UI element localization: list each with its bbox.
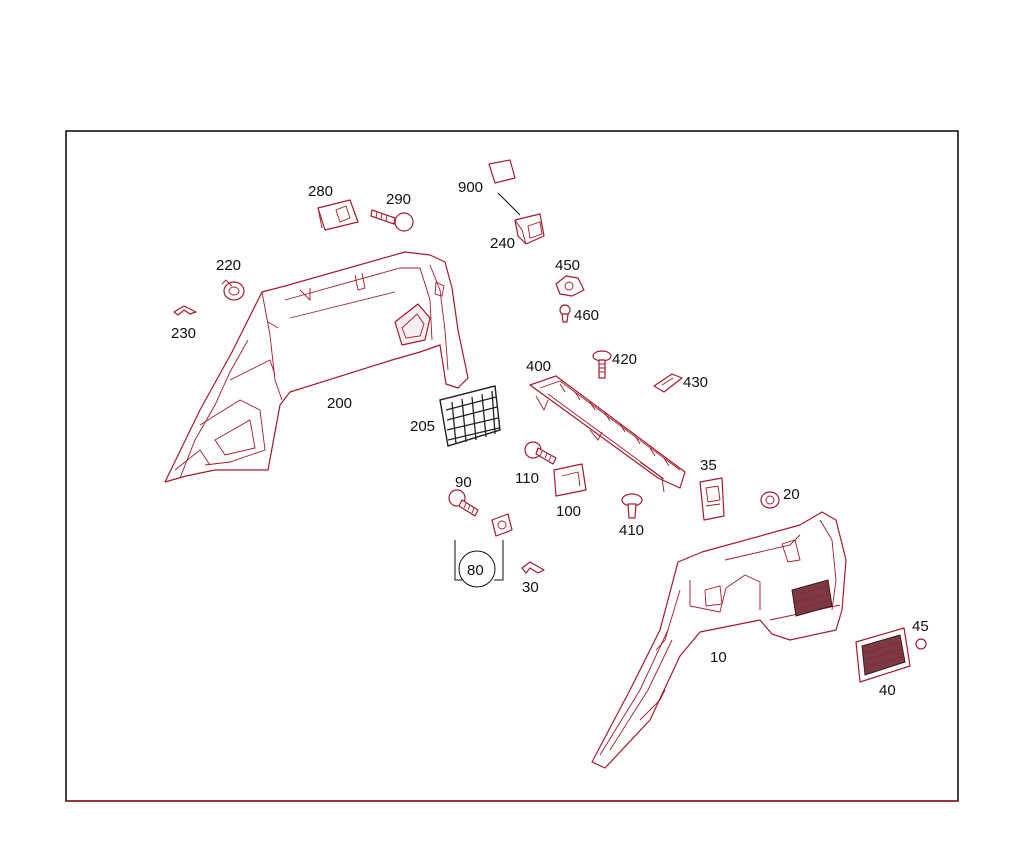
callout-205: 205 [410,418,435,435]
callout-20: 20 [783,486,800,503]
callout-40: 40 [879,682,896,699]
callout-240: 240 [490,235,515,252]
part-205-cargo-net[interactable] [439,385,501,447]
callout-460: 460 [574,307,599,324]
callout-410: 410 [619,522,644,539]
part-220-clip[interactable] [221,279,245,301]
part-35-latch[interactable] [699,477,725,521]
part-460-screw[interactable] [559,304,571,323]
callout-45: 45 [912,618,929,635]
part-410-clip[interactable] [621,493,643,519]
callout-100: 100 [556,503,581,520]
callout-220: 220 [216,257,241,274]
part-420-bolt[interactable] [592,350,612,379]
callout-290: 290 [386,191,411,208]
part-900-label[interactable] [488,159,516,184]
part-20-clip[interactable] [760,491,780,509]
callout-280: 280 [308,183,333,200]
callout-labels: 10 20 30 35 40 45 80 90 100 110 200 205 … [171,179,929,699]
callout-450: 450 [555,257,580,274]
callout-110: 110 [515,470,539,487]
leader-lines [454,192,521,581]
part-110-screw[interactable] [524,441,557,465]
callout-35: 35 [700,457,717,474]
part-80-nut[interactable] [491,513,513,537]
part-40-grille[interactable] [855,627,911,683]
part-430-grommet[interactable] [653,373,683,393]
part-230-bracket[interactable] [173,305,197,316]
callout-90: 90 [455,474,472,491]
callout-200: 200 [327,395,352,412]
callout-10: 10 [710,649,727,666]
callout-80: 80 [467,562,484,579]
part-90-bolt[interactable] [448,489,479,517]
part-240-lamp[interactable] [514,213,545,245]
part-400-sill-cover[interactable] [529,375,686,493]
callout-430: 430 [683,374,708,391]
callout-230: 230 [171,325,196,342]
net-mesh [439,385,501,447]
callout-80-ring [458,550,496,588]
part-100-cover[interactable] [553,463,587,497]
callout-420: 420 [612,351,637,368]
part-45-clip[interactable] [915,638,927,650]
callout-30: 30 [522,579,539,596]
part-30-bracket[interactable] [521,561,545,574]
part-200-left-side-trim[interactable] [164,251,469,483]
part-450-cap[interactable] [555,275,585,297]
part-280-cover[interactable] [317,199,359,231]
callout-400: 400 [526,358,551,375]
part-290-screw[interactable] [370,209,414,232]
callout-900: 900 [458,179,483,196]
part-10-right-side-trim[interactable] [591,511,847,769]
